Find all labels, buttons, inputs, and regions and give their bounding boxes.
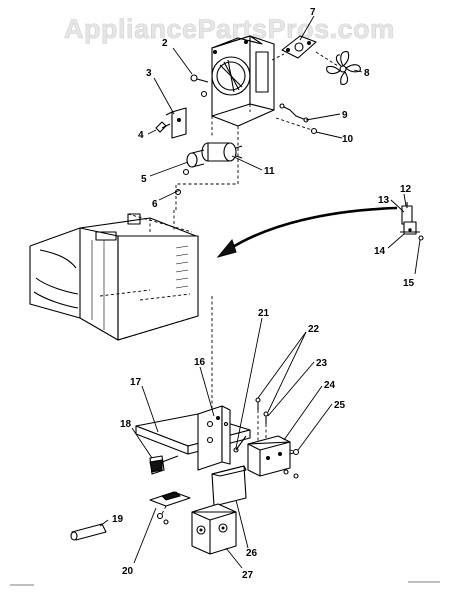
callout-20: 20 bbox=[122, 566, 134, 577]
wire-part-21 bbox=[233, 435, 247, 453]
screw-part-23 bbox=[263, 411, 269, 424]
callout-8: 8 bbox=[364, 68, 370, 79]
fan-motor-assembly bbox=[211, 35, 275, 127]
leader-lines bbox=[99, 15, 421, 569]
wire-lead-part-9 bbox=[279, 103, 309, 123]
switch-assembly bbox=[400, 202, 424, 241]
bracket-part-3 bbox=[165, 107, 187, 139]
bracket-part-16 bbox=[197, 405, 231, 471]
callout-27: 27 bbox=[242, 570, 254, 581]
base-plate-part-17 bbox=[135, 413, 251, 455]
watermark-text: AppliancePartsPros.com bbox=[64, 14, 395, 44]
callout-16: 16 bbox=[194, 357, 206, 368]
callout-17: 17 bbox=[130, 377, 142, 388]
callout-9: 9 bbox=[342, 110, 348, 121]
screw-part-25 bbox=[283, 448, 300, 479]
callout-18: 18 bbox=[120, 419, 132, 430]
callout-5: 5 bbox=[141, 174, 147, 185]
oven-cavity bbox=[29, 210, 199, 341]
callout-6: 6 bbox=[152, 199, 158, 210]
callout-19: 19 bbox=[112, 514, 124, 525]
callout-13: 13 bbox=[378, 195, 390, 206]
callout-12: 12 bbox=[400, 184, 412, 195]
transformer-part-27 bbox=[191, 503, 237, 555]
callout-24: 24 bbox=[324, 380, 336, 391]
callout-3: 3 bbox=[146, 68, 152, 79]
tube-part-19 bbox=[70, 523, 107, 541]
callout-25: 25 bbox=[334, 400, 346, 411]
callout-15: 15 bbox=[403, 278, 415, 289]
screw-part-22 bbox=[255, 397, 261, 410]
callout-21: 21 bbox=[258, 308, 270, 319]
diode-part-18 bbox=[149, 455, 179, 475]
callout-7: 7 bbox=[310, 7, 316, 18]
capacitor-clip-part-5 bbox=[186, 149, 205, 168]
cover-part-26 bbox=[211, 465, 247, 507]
screw-part-10 bbox=[275, 117, 318, 135]
callout-14: 14 bbox=[374, 246, 386, 257]
fan-blade-part-8 bbox=[315, 51, 361, 85]
callout-22: 22 bbox=[308, 324, 320, 335]
motor-bracket-part-7 bbox=[271, 35, 317, 61]
callout-4: 4 bbox=[138, 130, 144, 141]
callout-2: 2 bbox=[162, 38, 168, 49]
bracket-part-20 bbox=[149, 491, 191, 525]
assembly-direction-arrow bbox=[216, 206, 398, 258]
relay-part-24 bbox=[247, 435, 297, 477]
screw-part-4 bbox=[155, 121, 171, 133]
callout-11: 11 bbox=[264, 166, 275, 177]
callout-23: 23 bbox=[316, 358, 328, 369]
screw-part-2 bbox=[190, 74, 209, 98]
callout-10: 10 bbox=[342, 134, 354, 145]
callout-labels: 2 3 4 5 6 7 8 9 10 11 12 13 14 15 16 17 … bbox=[112, 7, 415, 581]
callout-26: 26 bbox=[246, 548, 258, 559]
